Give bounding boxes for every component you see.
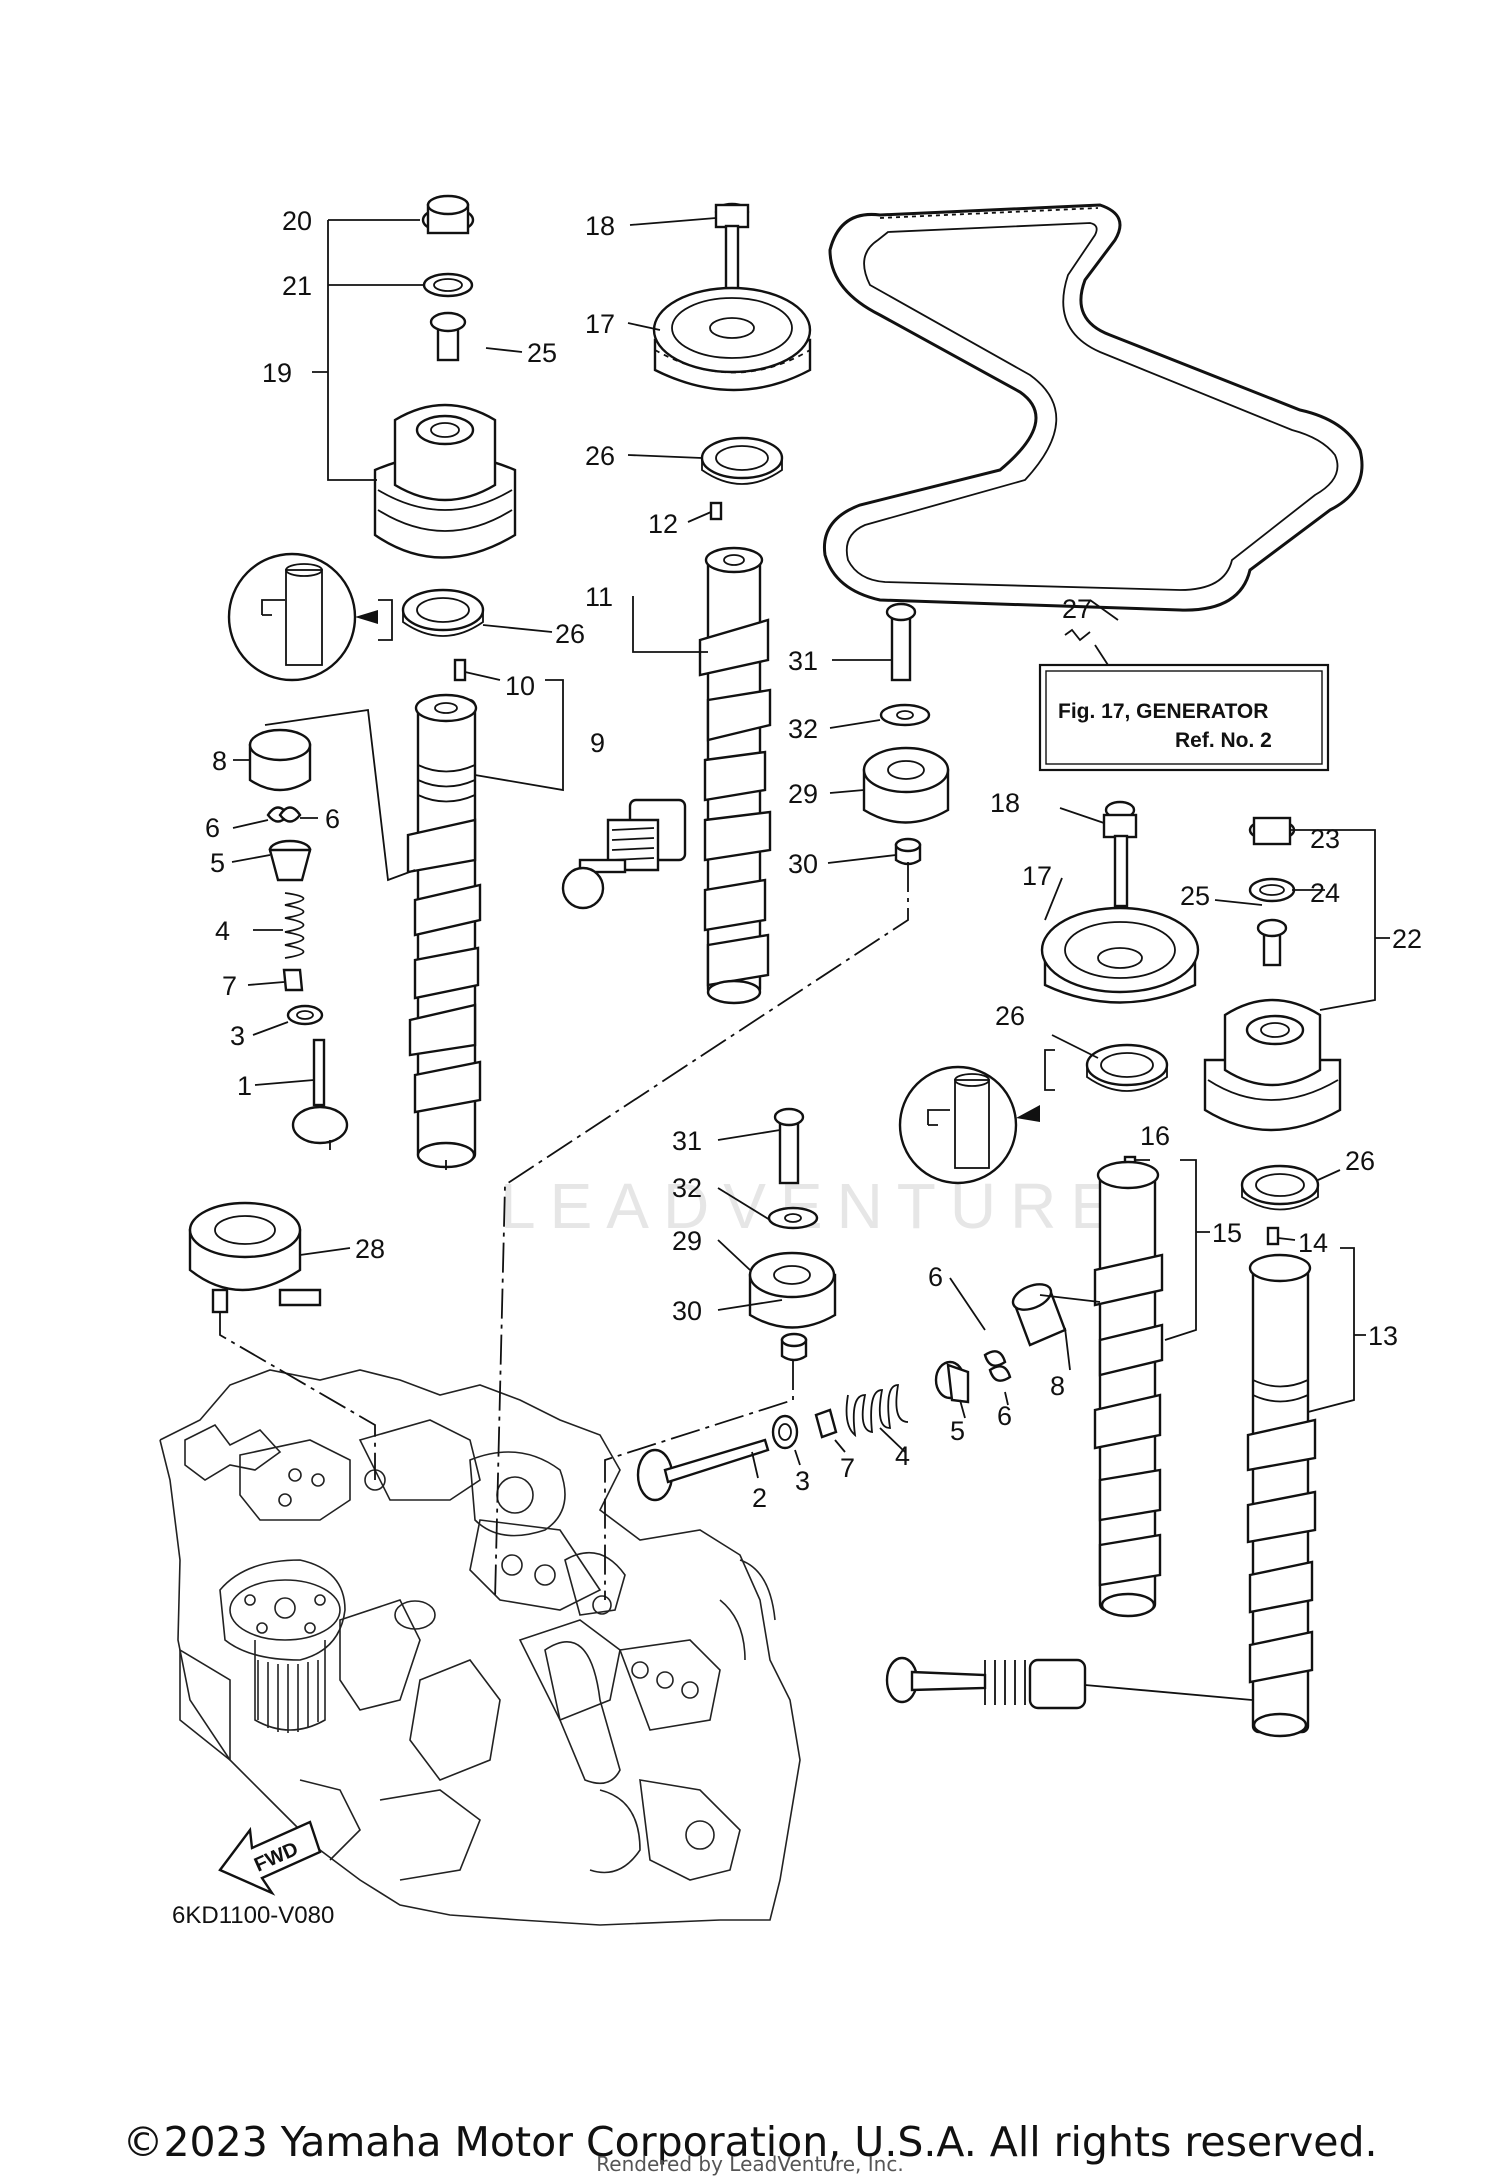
valve-assembly-center <box>561 798 687 910</box>
callout-26: 26 <box>555 619 585 649</box>
idler-pulley-upper <box>862 602 950 866</box>
reference-box: Fig. 17, GENERATOR Ref. No. 2 <box>1038 663 1330 772</box>
callout-18: 18 <box>585 211 615 241</box>
callout-3: 3 <box>230 1021 245 1051</box>
callout-5: 5 <box>950 1416 965 1446</box>
oil-seal-right-a <box>1085 1043 1169 1092</box>
valve-train-left <box>248 708 416 1145</box>
valve-train-right <box>636 1283 1067 1502</box>
callout-6: 6 <box>928 1262 943 1292</box>
belt-tensioner <box>188 1201 322 1314</box>
valve-assembly-lower-right <box>885 1656 1253 1710</box>
callout-6: 6 <box>325 804 340 834</box>
callout-14: 14 <box>1298 1228 1328 1258</box>
callout-12: 12 <box>648 509 678 539</box>
camshaft-left <box>406 658 482 1169</box>
callout-32: 32 <box>788 714 818 744</box>
callout-8: 8 <box>212 746 227 776</box>
timing-belt <box>822 203 1364 612</box>
callout-30: 30 <box>788 849 818 879</box>
callout-15: 15 <box>1212 1218 1242 1248</box>
callout-6: 6 <box>205 813 220 843</box>
callout-32: 32 <box>672 1173 702 1203</box>
callout-8: 8 <box>1050 1371 1065 1401</box>
camshaft-right-13 <box>1246 1226 1317 1738</box>
callout-26: 26 <box>585 441 615 471</box>
callout-31: 31 <box>672 1126 702 1156</box>
callout-17: 17 <box>1022 861 1052 891</box>
callout-9: 9 <box>590 728 605 758</box>
callout-11: 11 <box>585 582 613 612</box>
vct-sprocket-right <box>1203 816 1342 1132</box>
cylinder-head-illustration <box>159 1369 801 1926</box>
callout-25: 25 <box>527 338 557 368</box>
callout-4: 4 <box>215 916 230 946</box>
idler-pulley-lower <box>748 1107 837 1362</box>
diagram-code: 6KD1100-V080 <box>172 1902 334 1929</box>
callout-17: 17 <box>585 309 615 339</box>
callout-16: 16 <box>1140 1121 1170 1151</box>
callout-18: 18 <box>990 788 1020 818</box>
callout-10: 10 <box>505 671 535 701</box>
callout-1: 1 <box>237 1071 252 1101</box>
watermark-text: LEADVENTURE <box>500 1170 1127 1242</box>
reference-box-line2: Ref. No. 2 <box>1175 729 1272 752</box>
copyright-notice: ©2023 Yamaha Motor Corporation, U.S.A. A… <box>122 2118 1378 2166</box>
forward-arrow: FWD <box>218 1820 322 1896</box>
callout-4: 4 <box>895 1441 910 1471</box>
callout-30: 30 <box>672 1296 702 1326</box>
callout-28: 28 <box>355 1234 385 1264</box>
callout-6: 6 <box>997 1401 1012 1431</box>
oil-seal-right-b <box>1240 1164 1320 1211</box>
callout-labels: 20 21 19 25 18 17 26 12 11 26 10 9 8 6 6… <box>205 206 1422 1513</box>
callout-22: 22 <box>1392 924 1422 954</box>
callout-24: 24 <box>1310 878 1340 908</box>
callout-26: 26 <box>995 1001 1025 1031</box>
oil-seal-left <box>401 588 485 637</box>
leader-lines <box>219 217 1390 1601</box>
callout-7: 7 <box>840 1453 855 1483</box>
callout-2: 2 <box>752 1483 767 1513</box>
callout-29: 29 <box>672 1226 702 1256</box>
callout-27: 27 <box>1062 594 1092 624</box>
rendered-by-notice: Rendered by LeadVenture, Inc. <box>596 2152 904 2176</box>
callout-13: 13 <box>1368 1321 1398 1351</box>
camshaft-sprocket-right <box>1040 800 1200 1004</box>
callout-29: 29 <box>788 779 818 809</box>
camshaft-right-15 <box>1093 1155 1164 1618</box>
vct-sprocket-left <box>373 194 517 559</box>
callout-26: 26 <box>1345 1146 1375 1176</box>
callout-25: 25 <box>1180 881 1210 911</box>
callout-21: 21 <box>282 271 312 301</box>
callout-20: 20 <box>282 206 312 236</box>
callout-23: 23 <box>1310 824 1340 854</box>
apply-sealant-callout-right <box>898 1049 1055 1185</box>
camshaft-center <box>698 501 772 1005</box>
apply-sealant-callout-left <box>227 552 393 682</box>
oil-seal-top <box>700 436 784 485</box>
callout-7: 7 <box>222 971 237 1001</box>
callout-3: 3 <box>795 1466 810 1496</box>
callout-31: 31 <box>788 646 818 676</box>
callout-19: 19 <box>262 358 292 388</box>
camshaft-sprocket-top <box>652 202 812 392</box>
callout-5: 5 <box>210 848 225 878</box>
reference-box-line1: Fig. 17, GENERATOR <box>1058 700 1268 723</box>
